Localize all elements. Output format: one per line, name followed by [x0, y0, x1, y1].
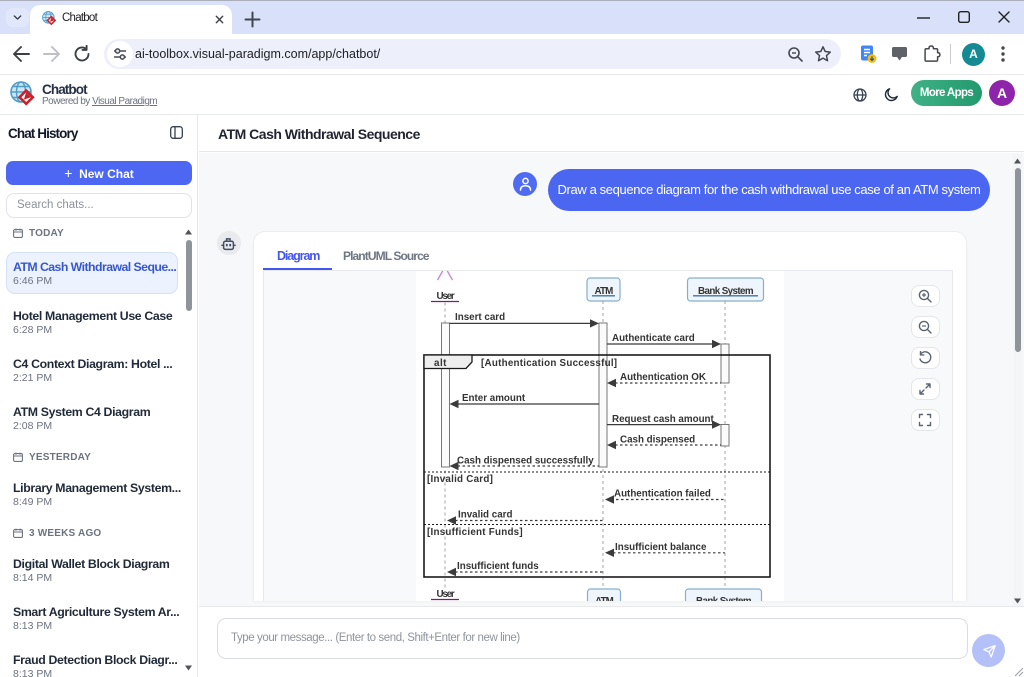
- svg-text:Authentication OK: Authentication OK: [620, 372, 706, 383]
- svg-text:User: User: [437, 291, 455, 302]
- svg-text:Authenticate card: Authenticate card: [612, 333, 695, 344]
- svg-text:Request cash amount: Request cash amount: [612, 414, 715, 425]
- svg-text:User: User: [437, 589, 455, 600]
- svg-text:[Authentication Successful]: [Authentication Successful]: [481, 358, 617, 369]
- svg-text:Enter amount: Enter amount: [462, 393, 526, 404]
- svg-text:Cash dispensed: Cash dispensed: [620, 435, 695, 446]
- svg-text:Authentication failed: Authentication failed: [614, 489, 711, 500]
- svg-text:Insufficient funds: Insufficient funds: [457, 561, 539, 572]
- svg-text:Invalid card: Invalid card: [458, 510, 512, 521]
- svg-text:Bank System: Bank System: [698, 286, 754, 297]
- svg-text:Cash dispensed successfully: Cash dispensed successfully: [457, 456, 594, 467]
- svg-text:Insert card: Insert card: [455, 312, 505, 323]
- svg-text:Bank System: Bank System: [696, 596, 752, 601]
- svg-text:ATM: ATM: [595, 596, 614, 601]
- svg-text:alt: alt: [434, 358, 447, 369]
- svg-text:[Insufficient Funds]: [Insufficient Funds]: [427, 527, 523, 538]
- svg-text:Insufficient balance: Insufficient balance: [615, 542, 707, 553]
- svg-text:ATM: ATM: [594, 286, 613, 297]
- svg-text:[Invalid Card]: [Invalid Card]: [427, 474, 493, 485]
